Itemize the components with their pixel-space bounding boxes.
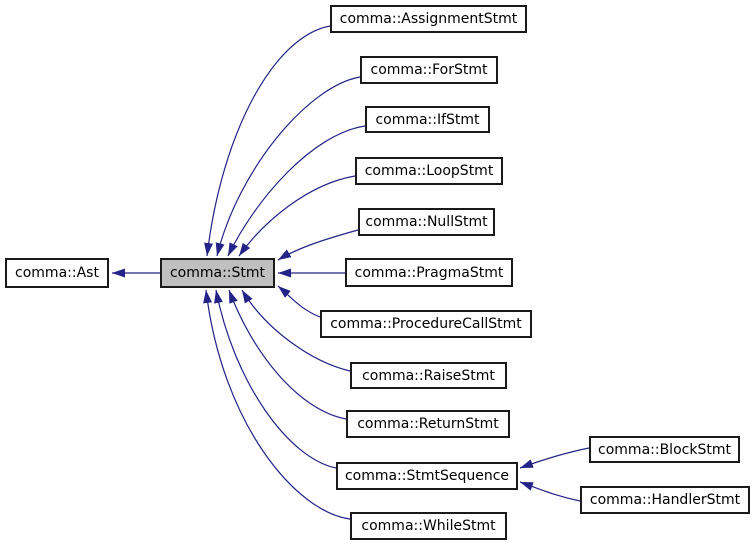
class-node-comma-whilestmt[interactable]: comma::WhileStmt	[350, 512, 507, 540]
class-node-comma-returnstmt[interactable]: comma::ReturnStmt	[346, 410, 510, 438]
class-node-comma-forstmt[interactable]: comma::ForStmt	[360, 56, 498, 84]
inheritance-edge-procedurecall-to-stmt	[277, 285, 321, 318]
inheritance-edge-handler-to-stmtseq	[519, 481, 581, 502]
inheritance-edge-if-to-stmt	[227, 125, 366, 257]
inheritance-edge-null-to-stmt	[277, 229, 359, 261]
class-node-comma-loopstmt[interactable]: comma::LoopStmt	[355, 157, 503, 185]
inheritance-edge-raise-to-stmt	[241, 289, 351, 372]
inheritance-edge-while-to-stmt	[203, 289, 351, 520]
class-node-comma-stmt[interactable]: comma::Stmt	[160, 258, 275, 288]
class-node-comma-raisestmt[interactable]: comma::RaiseStmt	[350, 362, 507, 389]
inheritance-edge-for-to-stmt	[215, 76, 361, 257]
class-node-comma-handlerstmt[interactable]: comma::HandlerStmt	[580, 486, 750, 514]
class-node-comma-procedurecallstmt[interactable]: comma::ProcedureCallStmt	[320, 310, 532, 338]
class-node-comma-stmtsequence[interactable]: comma::StmtSequence	[336, 462, 518, 490]
class-node-comma-ifstmt[interactable]: comma::IfStmt	[365, 106, 490, 133]
inheritance-edge-assignment-to-stmt	[204, 25, 331, 257]
class-node-comma-assignmentstmt[interactable]: comma::AssignmentStmt	[330, 5, 527, 33]
inheritance-edge-return-to-stmt	[228, 289, 347, 420]
inheritance-edge-stmtseq-to-stmt	[214, 289, 337, 469]
class-node-comma-blockstmt[interactable]: comma::BlockStmt	[589, 436, 740, 463]
inheritance-edge-block-to-stmtseq	[519, 447, 590, 469]
inheritance-edge-loop-to-stmt	[238, 175, 356, 257]
class-node-comma-pragmastmt[interactable]: comma::PragmaStmt	[345, 258, 513, 287]
class-node-comma-nullstmt[interactable]: comma::NullStmt	[358, 208, 495, 236]
class-node-comma-ast[interactable]: comma::Ast	[5, 258, 109, 288]
